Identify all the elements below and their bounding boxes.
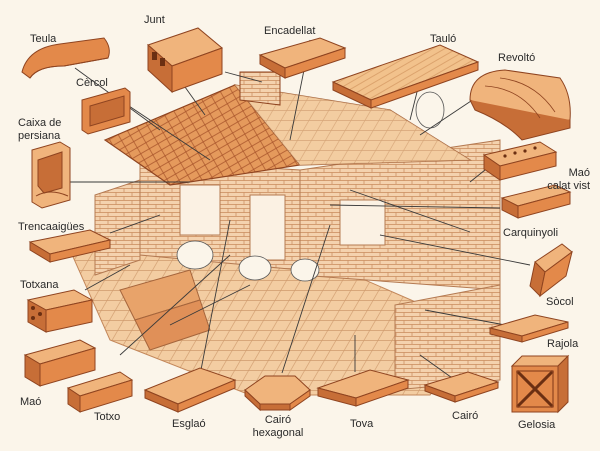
cairo-hexagonal-sample <box>244 375 311 412</box>
cercol-profile-sample <box>81 87 131 135</box>
label-caixa-persiana: Caixa de persiana <box>18 117 61 143</box>
teula-tile-sample <box>21 37 110 79</box>
plant-left <box>176 240 214 270</box>
label-mao-vist-line2: calat vist <box>547 180 590 192</box>
roof-right-pattern <box>235 85 470 165</box>
label-encadellat: Encadellat <box>264 25 316 37</box>
plant-front <box>290 258 320 282</box>
side-window <box>339 199 386 246</box>
mao-calat-vist-sample <box>482 141 558 181</box>
label-mao-vist-line1: Maó <box>568 167 590 179</box>
taulo-plank-sample <box>331 44 480 109</box>
house-illustration <box>69 71 501 396</box>
carquinyoli-sample <box>500 184 572 219</box>
label-taulo: Tauló <box>430 33 457 45</box>
caixa-persiana-sample <box>31 141 71 209</box>
plant-right <box>415 91 445 129</box>
label-cairo-hexagonal: Cairó hexagonal <box>242 414 314 440</box>
totxana-sample <box>26 289 94 333</box>
socol-sample <box>529 243 573 298</box>
junt-block-sample <box>147 27 223 94</box>
window-opening <box>179 184 221 236</box>
label-tova: Tova <box>350 418 374 430</box>
totxo-sample <box>66 371 134 413</box>
label-rajola: Rajola <box>547 338 579 350</box>
label-caixa-line2: persiana <box>18 130 61 142</box>
label-junt: Junt <box>144 14 165 26</box>
label-gelosia: Gelosia <box>518 419 556 431</box>
rajola-sample <box>488 314 569 343</box>
cairo-sample <box>423 371 500 403</box>
label-cairo: Cairó <box>452 410 479 422</box>
gelosia-sample <box>510 354 570 414</box>
trencaaigues-sample <box>28 229 112 263</box>
front-low-wall <box>394 284 501 391</box>
door-opening <box>249 194 286 261</box>
label-socol: Sòcol <box>546 296 574 308</box>
mao-brick-sample <box>23 339 97 387</box>
label-cairo-hex-line1: Cairó <box>264 414 292 426</box>
encadellat-board-sample <box>258 37 347 79</box>
label-teula: Teula <box>30 33 57 45</box>
label-mao-calat-vist: Maó calat vist <box>518 167 590 193</box>
label-totxana: Totxana <box>20 279 59 291</box>
esglao-sample <box>143 367 237 413</box>
revolto-vault-sample <box>469 69 571 141</box>
label-carquinyoli: Carquinyoli <box>503 227 559 239</box>
label-totxo: Totxo <box>94 411 121 423</box>
porch-wall <box>94 179 141 276</box>
plant-center <box>238 255 272 281</box>
label-caixa-line1: Caixa de <box>18 117 62 129</box>
label-revolto: Revoltó <box>498 52 536 64</box>
label-cairo-hex-line2: hexagonal <box>252 427 304 439</box>
chimney <box>239 71 281 106</box>
label-trencaaigues: Trencaaigües <box>18 221 85 233</box>
label-esglao: Esglaó <box>172 418 206 430</box>
tova-sample <box>316 369 410 407</box>
label-mao: Maó <box>20 396 42 408</box>
steps-lower <box>134 299 211 351</box>
label-cercol: Cèrcol <box>76 77 108 89</box>
